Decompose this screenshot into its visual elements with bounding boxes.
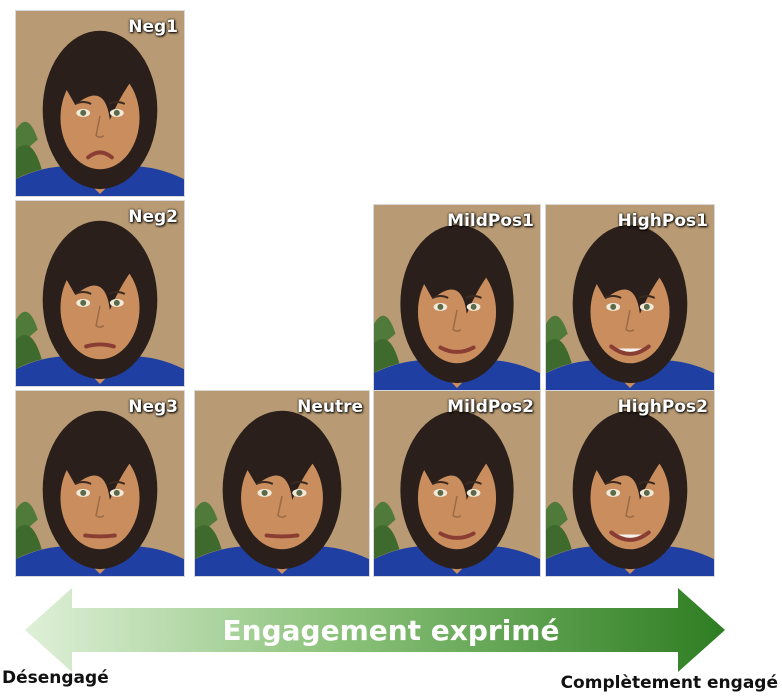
avatar-face-highpos1 [546, 205, 714, 390]
avatar-face-neg3 [16, 391, 184, 576]
face-tile-mildpos2: MildPos2 [373, 390, 541, 577]
face-tile-neg3: Neg3 [15, 390, 185, 577]
face-tile-neutre: Neutre [194, 390, 370, 577]
face-tile-highpos2: HighPos2 [545, 390, 715, 577]
tile-label-neg3: Neg3 [128, 397, 178, 417]
arrow-label: Engagement exprimé [222, 614, 560, 647]
avatar-face-neutre [195, 391, 369, 576]
face-tile-neg2: Neg2 [15, 200, 185, 387]
tile-label-mildpos2: MildPos2 [447, 397, 534, 417]
tile-label-neg2: Neg2 [128, 207, 178, 227]
avatar-face-mildpos2 [374, 391, 540, 576]
tile-label-highpos1: HighPos1 [617, 211, 708, 231]
face-tile-mildpos1: MildPos1 [373, 204, 541, 391]
avatar-face-neg2 [16, 201, 184, 386]
avatar-face-highpos2 [546, 391, 714, 576]
tile-label-highpos2: HighPos2 [617, 397, 708, 417]
tile-label-neutre: Neutre [297, 397, 363, 417]
fully-engaged-label: Complètement engagé [560, 673, 778, 693]
avatar-face-neg1 [16, 11, 184, 196]
disengaged-label: Désengagé [2, 668, 109, 688]
face-tile-highpos1: HighPos1 [545, 204, 715, 391]
engagement-arrow [0, 580, 782, 680]
face-tile-neg1: Neg1 [15, 10, 185, 197]
tile-label-neg1: Neg1 [128, 17, 178, 37]
tile-label-mildpos1: MildPos1 [447, 211, 534, 231]
arrow-shape [25, 588, 725, 672]
avatar-face-mildpos1 [374, 205, 540, 390]
